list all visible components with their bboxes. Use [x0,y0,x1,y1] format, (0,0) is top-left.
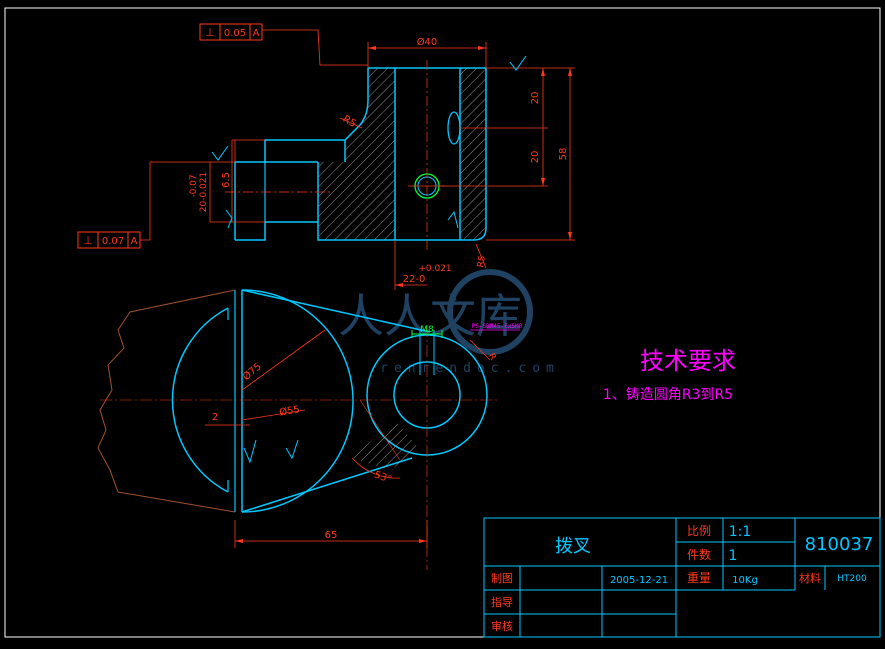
dim-line-dia55 [241,409,306,421]
leader-chamfer [469,339,491,361]
dim-text-m8: M8 [420,325,434,335]
tolerance-frame-top: ⊥ 0.05 A [199,23,263,41]
tol-frame-top-box [199,23,263,41]
title-date: 2005-12-21 [610,575,668,586]
watermark: 人人文库 renrendoc.com [338,269,560,376]
dim-text-r5-bottom: R5 [476,255,488,269]
tech-req-item-1: 1、铸造圆角R3到R5 [603,387,733,403]
roughness-mark-bottom-left [243,439,257,464]
watermark-url: renrendoc.com [380,361,560,376]
dim-text-angle: 53° [373,469,393,485]
hatch-left [318,68,395,240]
title-block [483,517,881,638]
title-block-frame [483,517,881,638]
dim-text-58: 58 [558,148,569,161]
dim-text-dia55: Ø55 [278,403,300,418]
title-guide-label: 指导 [491,595,513,609]
leader-r5-bottom [475,243,487,269]
dim-text-20-lower: 20 [530,151,541,164]
dim-text-tol-upper: -0.07 [189,174,199,197]
tol-left-datum: A [131,236,138,247]
tol-left-value: 0.07 [102,236,124,247]
title-weight-value: 10Kg [732,575,758,586]
dim-text-2: 2 [212,412,218,423]
title-material-label: 材料 [799,571,821,585]
plan-view-dimensions [205,329,491,548]
tolerance-frame-left: ⊥ 0.07 A [77,231,141,249]
watermark-logo-ring [447,269,533,355]
title-weight-label: 重量 [687,571,711,585]
roughness-mark-left [211,145,229,161]
title-drawn-label: 制图 [491,572,513,585]
tol-top-datum: A [253,28,260,39]
dim-line-dia75 [241,329,326,391]
dim-arc-angle [351,457,401,479]
arm-hatch [352,420,420,470]
leader-left-frame [140,162,151,241]
title-part-name: 拨叉 [555,536,591,557]
title-qty-label: 件数 [687,547,711,562]
tol-left-symbol: ⊥ [83,234,93,247]
roughness-mark-top [509,55,527,71]
drawing-border [4,7,881,638]
dim-text-65: 65 [325,530,338,541]
arm-top-edge [241,289,431,333]
dim-text-6-5: 6.5 [221,172,232,188]
front-view-dimensions [140,29,575,290]
dim-text-bore-tol: +0.021 [418,264,451,274]
roughness-mark-bottom-mid [285,439,299,460]
title-scale-label: 比例 [687,524,711,538]
tol-frame-left-box [77,231,141,249]
roughness-mark-slot [225,209,233,229]
title-review-label: 审核 [491,619,513,633]
tech-req-title: 技术要求 [640,347,736,375]
arrowheads [368,46,572,287]
roughness-marks [211,55,527,464]
front-section-view [225,60,487,250]
roughness-mark-bore [447,210,459,229]
title-scale-value: 1:1 [729,524,752,540]
side-hole [447,111,461,145]
dim-text-r5-top: R5 [341,114,358,130]
fork-outer-arc [241,289,354,513]
title-drawing-number: 810037 [805,534,874,555]
plan-view [97,289,500,570]
dim-text-dia75: Ø75 [240,360,264,382]
thread-note: PS-SBM45-Ex5M0 [472,323,523,330]
leader-top-frame [262,29,368,66]
title-material-value: HT200 [837,574,867,584]
dim-text-22: 22-0 [403,274,426,285]
dim-text-20-upper: 20 [530,92,541,105]
tol-top-symbol: ⊥ [205,26,215,39]
dim-text-dia40: Ø40 [417,36,438,48]
leader-r5-top [339,117,363,129]
outline-main [235,67,487,241]
m8-dimension [411,330,443,338]
title-qty-value: 1 [729,548,738,564]
outline-left [234,68,369,240]
tol-top-value: 0.05 [224,28,246,39]
break-line-contour [97,289,236,513]
dim-text-tol-lower: 20-0.021 [199,172,209,212]
hatch-right [460,68,486,240]
large-boss-arc [171,307,229,493]
centerline-angle [359,399,401,461]
dim-text-chamfer: R [486,352,498,362]
